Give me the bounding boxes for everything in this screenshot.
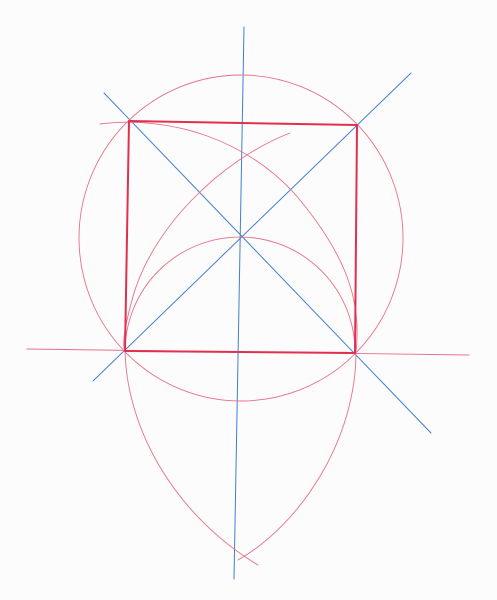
large-arc-right — [123, 132, 291, 566]
circumscribed-circle — [78, 74, 404, 402]
diagonal-a — [103, 92, 432, 434]
square — [124, 120, 358, 354]
inner-semicircle — [124, 236, 356, 354]
diagonal-b — [92, 72, 412, 382]
large-arc-left — [99, 121, 358, 561]
vertical-axis — [233, 26, 245, 580]
